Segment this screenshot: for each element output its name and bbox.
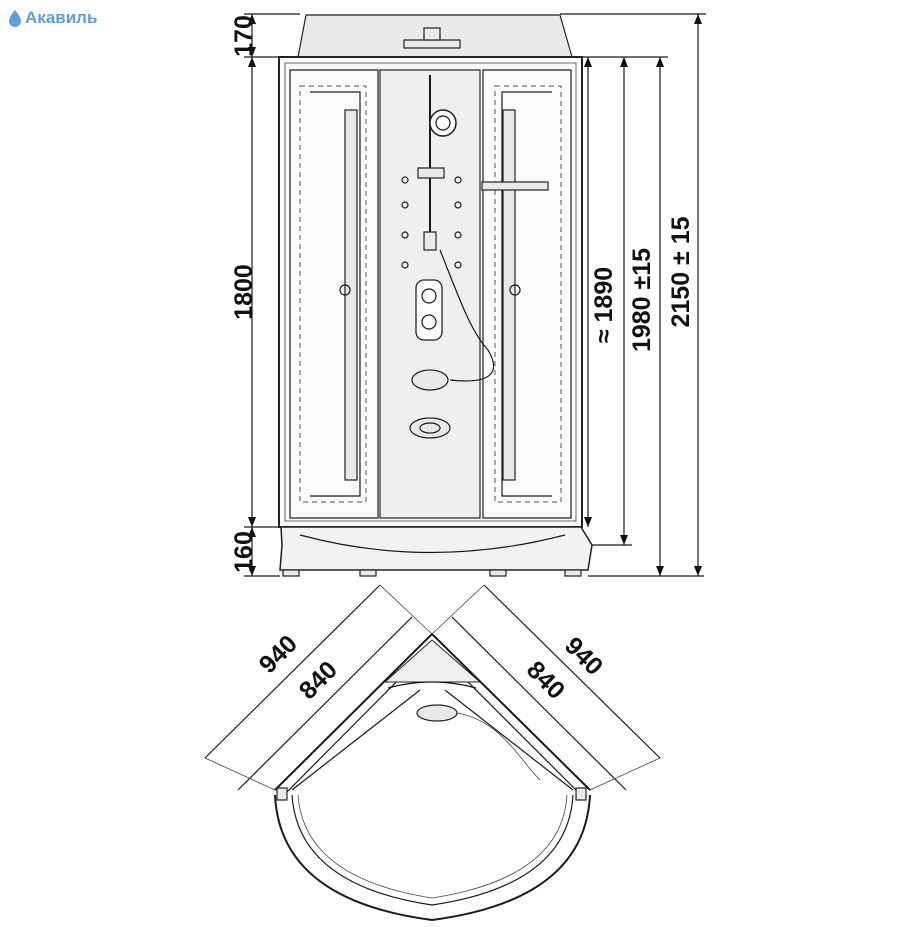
dim-right-outer-label: 940 (559, 632, 608, 681)
top-mixer (416, 704, 458, 722)
dim-inner-label: ≈ 1890 (590, 267, 618, 343)
watermark-logo: Акавиль (8, 8, 97, 28)
left-dimension-lines (244, 13, 300, 577)
central-panel (379, 69, 495, 519)
dim-total-label: 2150 ± 15 (667, 216, 695, 327)
drain-outlet (409, 417, 451, 439)
dim-top-label: 170 (230, 15, 258, 57)
back-panel (383, 639, 482, 683)
shower-tray (279, 526, 593, 577)
curved-front-glass (274, 794, 591, 922)
left-top-dimensions (204, 584, 433, 791)
right-door-panel (481, 69, 572, 519)
left-door-panel (289, 69, 379, 519)
top-jet (429, 109, 457, 137)
right-dimension-lines (560, 13, 706, 577)
dim-left-outer-label: 940 (254, 630, 303, 679)
drop-icon (9, 10, 21, 27)
dim-base-label: 160 (230, 531, 258, 573)
dim-glass-label: 1980 ±15 (628, 248, 656, 352)
shower-head (403, 27, 461, 49)
watermark-text: Акавиль (25, 8, 98, 27)
control-unit (411, 369, 449, 391)
top-view: 940 840 840 940 (204, 584, 661, 922)
dim-panel-label: 1800 (230, 264, 258, 320)
right-top-dimensions (431, 584, 661, 791)
front-view: 170 1800 160 ≈ 1890 1980 ±15 2150 ± 15 (230, 13, 706, 577)
shower-hose (439, 249, 495, 382)
